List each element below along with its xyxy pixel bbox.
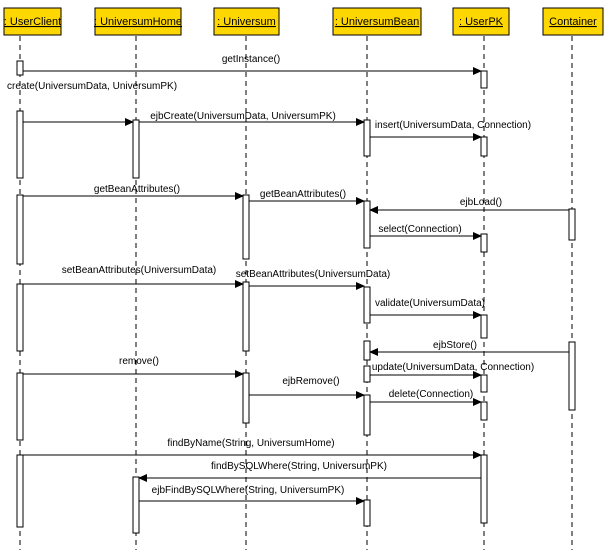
message-labels: getInstance() create(UniversumData, Univ…	[7, 54, 534, 496]
activation-bar	[480, 314, 488, 339]
activation-bar	[16, 110, 24, 179]
message-label: validate(UniversumData)	[375, 298, 485, 309]
message-label: getBeanAttributes()	[94, 184, 180, 195]
message-label: ejbCreate(UniversumData, UniversumPK)	[150, 111, 336, 122]
activation-bar	[16, 283, 24, 352]
message-label: remove()	[119, 356, 159, 367]
activation-bar	[242, 281, 250, 352]
activation-bar	[363, 365, 371, 383]
activation-bar	[132, 476, 140, 534]
activation-bar	[480, 374, 488, 393]
activation-bar	[363, 200, 371, 249]
message-label: ejbLoad()	[460, 197, 502, 208]
participant-label: Container	[549, 16, 597, 28]
activation-bar	[16, 372, 24, 441]
message-label: getBeanAttributes()	[260, 189, 346, 200]
participant-universum[interactable]: : Universum	[213, 7, 280, 36]
message-label: update(UniversumData, Connection)	[372, 362, 534, 373]
message-label: create(UniversumData, UniversumPK)	[7, 81, 177, 92]
activation-bar	[480, 70, 488, 89]
activation-bar	[363, 340, 371, 361]
activation-bar	[480, 454, 488, 524]
message-label: delete(Connection)	[389, 389, 474, 400]
message-label: ejbStore()	[433, 340, 477, 351]
participant-label: : UserPK	[459, 16, 504, 28]
participant-userpk[interactable]: : UserPK	[452, 7, 510, 36]
activation-bar	[242, 194, 250, 260]
message-label: setBeanAttributes(UniversumData)	[62, 265, 217, 276]
activation-bar	[16, 454, 24, 528]
participant-userclient[interactable]: : UserClient	[3, 7, 62, 36]
activation-bar	[568, 341, 576, 411]
activation-bar	[480, 233, 488, 253]
message-label: getInstance()	[222, 54, 280, 65]
message-label: insert(UniversumData, Connection)	[375, 120, 531, 131]
message-label: setBeanAttributes(UniversumData)	[236, 269, 391, 280]
participant-universumhome[interactable]: : UniversumHome	[94, 7, 182, 36]
participant-universumbean[interactable]: : UniversumBean	[332, 7, 422, 36]
activation-bar	[363, 394, 371, 436]
message-label: ejbFindBySQLWhere(String, UniversumPK)	[152, 485, 345, 496]
message-label: findByName(String, UniversumHome)	[167, 438, 334, 449]
message-arrows	[23, 67, 569, 505]
participant-label: : UniversumHome	[94, 16, 182, 28]
activation-bar	[363, 286, 371, 324]
participant-label: : UserClient	[4, 16, 61, 28]
activation-bar	[363, 119, 371, 157]
participant-label: : UniversumBean	[335, 16, 419, 28]
participant-container[interactable]: Container	[542, 7, 604, 36]
message-label: ejbRemove()	[282, 376, 339, 387]
activation-bar	[568, 208, 576, 241]
activation-bar	[16, 194, 24, 265]
message-label: select(Connection)	[378, 224, 461, 235]
message-label: findBySQLWhere(String, UniversumPK)	[211, 461, 387, 472]
participant-label: : Universum	[217, 16, 276, 28]
activations	[16, 60, 576, 534]
activation-bar	[480, 136, 488, 157]
activation-bar	[480, 401, 488, 421]
activation-bar	[132, 119, 140, 179]
activation-bar	[242, 372, 250, 424]
activation-bar	[363, 499, 371, 527]
activation-bar	[16, 60, 24, 76]
